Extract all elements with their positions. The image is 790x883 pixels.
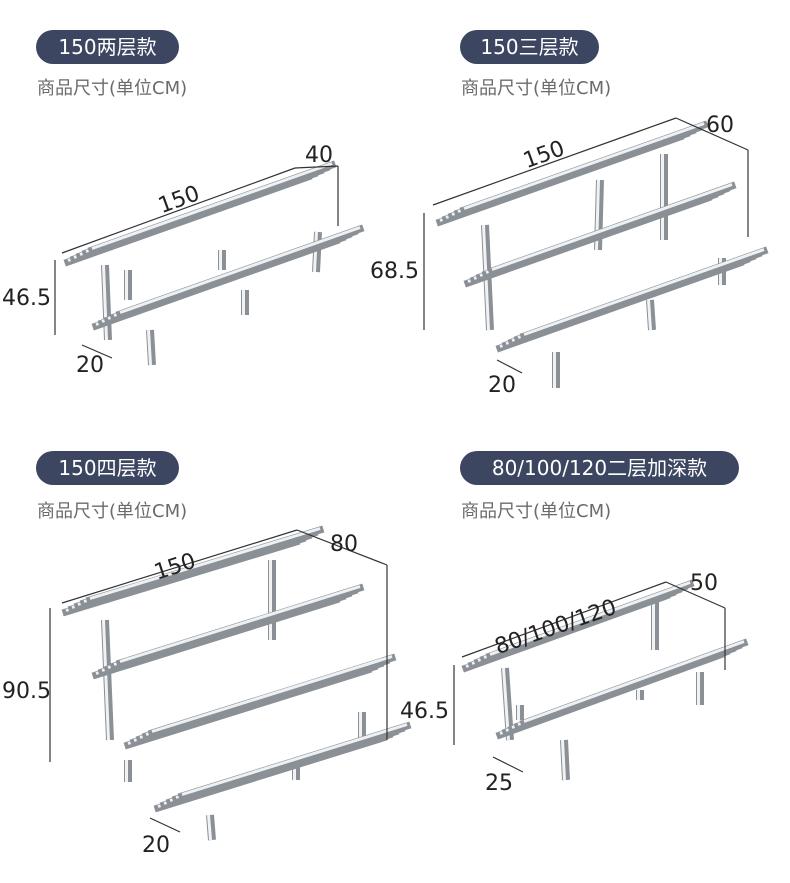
- panel-4-slat-label: 25: [485, 771, 513, 796]
- rack-leg: [312, 231, 322, 273]
- panel-2-subtitle: 商品尺寸(单位CM): [461, 78, 612, 99]
- panel-1-slat-label: 20: [76, 353, 104, 378]
- panel-4-length-label: 80/100/120: [492, 595, 620, 660]
- rack-leg: [124, 270, 132, 300]
- rack-leg: [146, 329, 156, 366]
- panel-3-title-badge: 150四层款: [36, 451, 179, 485]
- rack-shelf-tier: [91, 224, 365, 331]
- panel-2-length-label: 150: [520, 136, 568, 174]
- rack-three-tier-150: [435, 120, 769, 388]
- panel-1-subtitle: 商品尺寸(单位CM): [37, 78, 188, 99]
- panel-2-height-label: 68.5: [370, 259, 419, 284]
- panel-1-depth-label: 40: [305, 143, 333, 168]
- rack-four-tier-150: [61, 525, 412, 841]
- panel-3-height-label: 90.5: [2, 679, 51, 704]
- rack-leg: [696, 672, 704, 705]
- rack-leg: [660, 154, 668, 240]
- rack-leg: [124, 760, 132, 782]
- rack-leg: [358, 712, 366, 738]
- rack-shelf-tier: [91, 583, 365, 680]
- rack-shelf-tier: [495, 246, 769, 353]
- rack-shelf-tier: [63, 160, 337, 267]
- rack-leg: [552, 352, 560, 388]
- panel-3-length-label: 150: [151, 549, 199, 586]
- rack-leg: [636, 690, 644, 700]
- panel-4-depth-label: 50: [690, 571, 718, 596]
- panel-2-slat-label: 20: [488, 373, 516, 398]
- panel-2-title-badge: 150三层款: [460, 30, 599, 64]
- rack-shelf-tier: [461, 579, 695, 673]
- rack-leg: [651, 600, 659, 650]
- rack-shelf-tier: [463, 181, 737, 288]
- panel-2-depth-label: 60: [706, 113, 734, 138]
- rack-leg: [101, 619, 114, 741]
- rack-shelf-tier: [123, 653, 397, 750]
- rack-shelf-tier: [495, 638, 749, 740]
- rack-two-tier-deep: [461, 579, 749, 781]
- rack-leg: [560, 739, 570, 781]
- rack-leg: [101, 264, 112, 341]
- rack-shelf-tier: [61, 525, 325, 617]
- panel-4-subtitle: 商品尺寸(单位CM): [461, 501, 612, 522]
- rack-leg: [646, 299, 656, 331]
- dimension-lines: [49, 117, 749, 833]
- rack-shelf-tier: [153, 721, 412, 813]
- rack-leg: [206, 814, 216, 841]
- panel-3-slat-label: 20: [142, 833, 170, 858]
- rack-shelf-tier: [435, 120, 709, 227]
- rack-leg: [516, 705, 524, 720]
- panel-1-title-badge: 150两层款: [36, 30, 179, 64]
- panel-4-height-label: 46.5: [400, 699, 449, 724]
- rack-leg: [268, 560, 276, 640]
- panel-1-height-label: 46.5: [2, 286, 51, 311]
- panel-3-depth-label: 80: [330, 532, 358, 557]
- panel-4-title-badge: 80/100/120二层加深款: [460, 451, 739, 485]
- rack-leg: [241, 290, 249, 315]
- rack-two-tier-150: [63, 160, 365, 366]
- rack-leg: [218, 250, 226, 270]
- panel-3-subtitle: 商品尺寸(单位CM): [37, 501, 188, 522]
